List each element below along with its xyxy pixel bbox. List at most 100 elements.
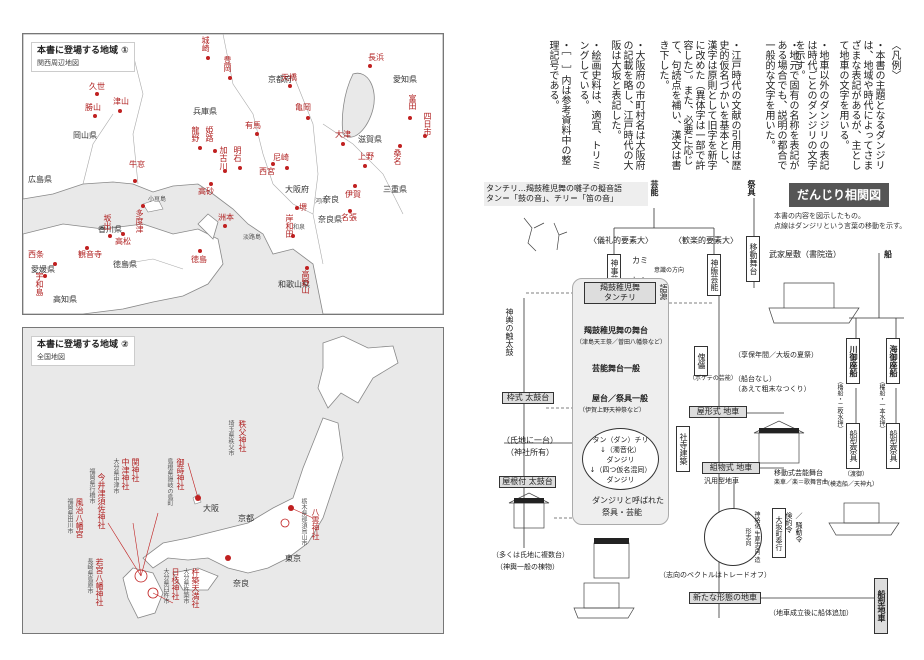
place-label: 津山 bbox=[113, 97, 129, 106]
place-label: 有馬 bbox=[245, 121, 261, 130]
map1-caption: 本書に登場する地域 ① 関西周辺地図 bbox=[31, 42, 135, 72]
tanchiri-line: タンチリ…羯鼓稚児舞の囃子の擬音語 bbox=[486, 184, 622, 193]
aratana-box: 新たな形態の地車 bbox=[689, 592, 761, 604]
place-label: 大分県中津市 bbox=[112, 458, 119, 494]
note-line: ・地車以外のダンジリの表記は時代ごとのダンジリの文字を示す。 bbox=[793, 40, 828, 170]
ishiki-label: 意識の方向 bbox=[654, 267, 685, 274]
evo-line: ダンジリ bbox=[606, 456, 635, 464]
diagram-caption: 本書の内容を図示したもの。 bbox=[774, 212, 865, 220]
yatai-label: 屋台／祭具一般 bbox=[592, 394, 648, 403]
bugyo-box: 大坂町奉行 bbox=[772, 508, 786, 558]
place-label: 尼崎 bbox=[273, 153, 289, 162]
shrine-label: 御蒔神社 bbox=[176, 458, 185, 490]
place-label: 西宮 bbox=[259, 167, 275, 176]
map2-caption: 本書に登場する地域 ② 全国地図 bbox=[31, 336, 135, 366]
pref-label: 京都府 bbox=[268, 75, 292, 84]
diagram-caption: 点線はダンジリという言葉の移動を示す。 bbox=[774, 222, 907, 230]
note-line: ・本書の主題となるダンジリは、地域や時代によってさまざまな表記があるが、主として… bbox=[837, 40, 884, 170]
shrine-label: 秩父神社 bbox=[238, 420, 247, 452]
tanchiri-note: タンチリ…羯鼓稚児舞の囃子の擬音語 タン＝「鼓の音」、チリ＝「笛の音」 bbox=[484, 182, 648, 206]
umi-note: （櫂船・一本水押） bbox=[878, 378, 885, 432]
place-label: 久世 bbox=[89, 82, 105, 91]
hanyo-note: 汎用型地車 bbox=[704, 477, 739, 485]
gishiki-label: 〈儀礼的要素大〉 bbox=[589, 236, 653, 245]
evo-line: ↓（濁音化） bbox=[600, 446, 641, 454]
pref-label: 高知県 bbox=[53, 295, 77, 304]
place-label: 龍野 bbox=[191, 126, 200, 142]
pref-label: 大阪府 bbox=[285, 185, 309, 194]
kansai-map: 本書に登場する地域 ① 関西周辺地図 京都府 兵庫県 滋賀県 岡山県 広島県 香… bbox=[22, 33, 444, 315]
place-label: 長浜 bbox=[368, 53, 384, 62]
shrine-label: 中津神社 bbox=[121, 458, 130, 490]
map2-subtitle: 全国地図 bbox=[37, 353, 65, 361]
place-label: 和泉 bbox=[293, 224, 306, 231]
place-label: 栃木県那須烏山市 bbox=[300, 498, 307, 546]
kyoho-note: （享保年間／大坂の夏祭） bbox=[734, 351, 818, 359]
place-label: 宇和島 bbox=[35, 272, 44, 296]
bokete-note: （ボケテの芸能） bbox=[689, 375, 737, 382]
yakata-box: 屋形式 地車 bbox=[689, 406, 747, 418]
kawa-gozabune-box: 川御座船 bbox=[846, 338, 860, 384]
place-label: 明石 bbox=[233, 146, 242, 162]
buke-label: 武家屋敷（書院造） bbox=[769, 250, 841, 259]
bokete-box: 傀儡 bbox=[694, 346, 708, 376]
pref-label: 愛知県 bbox=[393, 75, 417, 84]
yanetsuki-box: 屋根付 太鼓台 bbox=[499, 476, 556, 488]
pref-label: 愛媛県 bbox=[31, 265, 55, 274]
place-label: 桑名 bbox=[393, 149, 402, 165]
katsuko-box: 羯鼓稚児舞 タンチリ bbox=[584, 282, 656, 304]
kami-label: カミ bbox=[632, 256, 648, 265]
shinka-circle: 神格化 生産志向 造形志向 bbox=[704, 508, 762, 566]
funagata-saigu-box: 船型祭具 bbox=[846, 423, 860, 469]
note-line: ・絵画史料は、適宜、トリミングしている。 bbox=[577, 40, 600, 170]
arai-note: （あえて粗末なつくり） bbox=[734, 385, 811, 393]
place-label: 坂出 bbox=[103, 214, 112, 230]
place-label: 大阪 bbox=[203, 504, 219, 513]
shrine-label: 日枝神社 bbox=[171, 568, 180, 600]
pref-label: 岡山県 bbox=[73, 131, 97, 140]
pref-label: 和歌山県 bbox=[278, 280, 310, 289]
pref-label: 滋賀県 bbox=[358, 135, 382, 144]
map1-subtitle: 関西周辺地図 bbox=[37, 59, 79, 67]
shinko-note: （渡御） bbox=[844, 471, 869, 478]
place-label: 大分県杵築市 bbox=[182, 568, 189, 604]
place-label: 観音寺 bbox=[78, 250, 102, 259]
saigu-geino-note: 祭具・芸能 bbox=[602, 508, 642, 517]
place-label: 小豆島 bbox=[148, 196, 167, 203]
evo-line: タン（ダン）チリ bbox=[592, 436, 649, 444]
pref-label: 三重県 bbox=[383, 185, 407, 194]
pref-label: 広島県 bbox=[28, 175, 52, 184]
evo-line: ↓（四つ仮名混同） bbox=[589, 466, 652, 474]
sodo-note: ／ 騒動令 bbox=[795, 512, 803, 543]
goyu-label: 語源 bbox=[659, 284, 668, 300]
mikoshi-label: 神輿の触太鼓 bbox=[505, 308, 514, 356]
note-line: ・［ ］内は参考資料中の整理記号である。 bbox=[547, 40, 570, 165]
katsuko-text: 羯鼓稚児舞 bbox=[600, 283, 640, 292]
mikoshi-ippan-note: （神輿一般の棟物） bbox=[496, 563, 559, 571]
danjiri-evolution: タン（ダン）チリ ↓（濁音化） ダンジリ ↓（四つ仮名混同） ダンジリ bbox=[582, 428, 659, 490]
place-label: 徳島 bbox=[191, 255, 207, 264]
shrine-label: 杵築天満社 bbox=[191, 568, 200, 608]
place-label: 島根県隠岐の島町 bbox=[166, 458, 173, 506]
map1-title: 本書に登場する地域 ① bbox=[37, 46, 129, 56]
fune-label: 船 bbox=[884, 250, 892, 259]
jisha-box: 社寺建築 bbox=[676, 426, 690, 472]
note-line: ・地元で固有の名称を表記がある場合でも、説明の都合で一般的な文字を用いた。 bbox=[763, 40, 798, 170]
katsuko-butai: 羯鼓稚児舞の舞台 bbox=[584, 326, 648, 335]
waku-box: 枠式 太鼓台 bbox=[502, 392, 554, 404]
place-label: 奈良 bbox=[233, 579, 249, 588]
shinsen-geino-box: 神賑芸能 bbox=[707, 254, 721, 296]
pref-label: 兵庫県 bbox=[193, 107, 217, 116]
pref-label: 奈良県 bbox=[318, 215, 342, 224]
pref-label: 徳島県 bbox=[113, 260, 137, 269]
tanchiri-text: タンチリ bbox=[604, 293, 636, 302]
japan-map-shapes bbox=[23, 328, 443, 633]
saigu-label: 祭具 bbox=[747, 180, 756, 196]
kangei-label: 〈歓楽的要素大〉 bbox=[674, 236, 738, 245]
raku-note: 楽車／楽＝歌舞音曲 bbox=[774, 479, 829, 486]
place-label: 長崎県島原市 bbox=[86, 558, 93, 594]
ido-butai-box: 移動舞台 bbox=[746, 236, 760, 282]
geino-butai: 芸能舞台一般 bbox=[592, 364, 640, 373]
yobareta-note: ダンジリと呼ばれた bbox=[592, 496, 664, 505]
iga-note: （伊賀上野天神祭など） bbox=[579, 407, 646, 414]
